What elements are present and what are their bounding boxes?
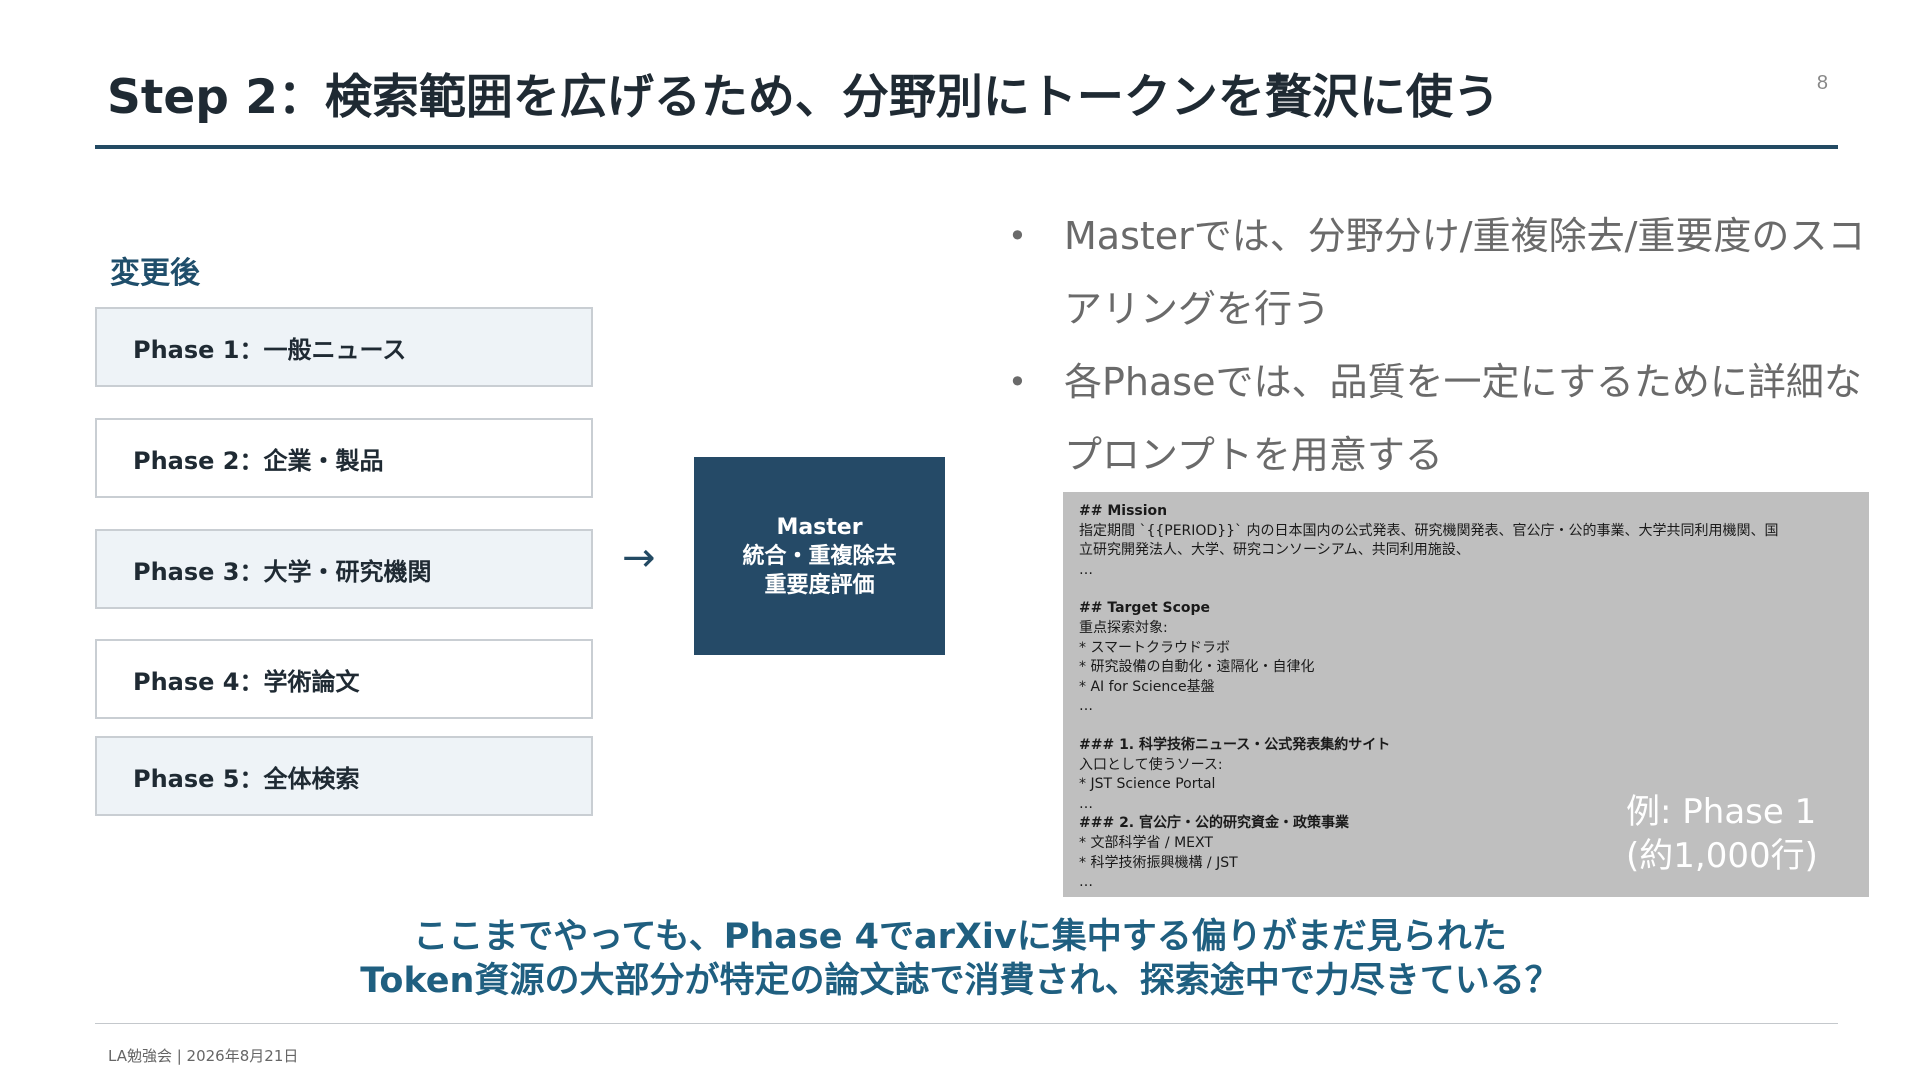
phase-box-5: Phase 5：全体検索: [95, 736, 593, 816]
arrow-right-icon: →: [622, 535, 656, 581]
bullet-list: •Masterでは、分野分け/重複除去/重要度のスコアリングを行う •各Phas…: [1000, 200, 1880, 492]
prompt-line: 重点探索対象:: [1079, 619, 1168, 636]
prompt-line: 立研究開発法人、大学、研究コンソーシアム、共同利用施設、: [1079, 542, 1470, 559]
master-box: Master 統合・重複除去 重要度評価: [694, 457, 945, 655]
bullet-item: •Masterでは、分野分け/重複除去/重要度のスコアリングを行う: [1000, 200, 1880, 346]
prompt-line: * 科学技術振興機構 / JST: [1079, 854, 1238, 871]
prompt-line: ### 2. 官公庁・公的研究資金・政策事業: [1079, 815, 1349, 832]
page-number: 8: [1816, 72, 1828, 94]
after-change-label: 変更後: [110, 256, 200, 291]
master-title: Master: [776, 514, 863, 540]
summary-line-2: Token資源の大部分が特定の論文誌で消費され、探索途中で力尽きている？: [360, 961, 1560, 1001]
title-divider: [95, 145, 1838, 149]
bullet-dot-icon: •: [1008, 217, 1027, 255]
prompt-line: * 研究設備の自動化・遠隔化・自律化: [1079, 659, 1315, 676]
slide-title: Step 2：検索範囲を広げるため、分野別にトークンを贅沢に使う: [107, 70, 1500, 125]
prompt-caption: 例: Phase 1 (約1,000行): [1626, 790, 1818, 878]
master-line-dedupe: 統合・重複除去: [742, 543, 897, 569]
summary-line-1: ここまでやっても、Phase 4でarXivに集中する偏りがまだ見られた: [413, 917, 1507, 957]
prompt-line: …: [1079, 874, 1093, 891]
bullet-dot-icon: •: [1008, 363, 1027, 401]
prompt-line: ## Mission: [1079, 503, 1168, 519]
prompt-line: 指定期間 `{{PERIOD}}` 内の日本国内の公式発表、研究機関発表、官公庁…: [1079, 522, 1779, 539]
prompt-line: ## Target Scope: [1079, 600, 1211, 617]
prompt-line: * JST Science Portal: [1079, 776, 1216, 793]
prompt-line: …: [1079, 561, 1093, 578]
phase-box-4: Phase 4：学術論文: [95, 639, 593, 719]
prompt-line: …: [1079, 795, 1093, 812]
footer-text: LA勉強会 | 2026年8月21日: [108, 1047, 299, 1065]
prompt-line: * 文部科学省 / MEXT: [1079, 834, 1213, 851]
prompt-caption-length: (約1,000行): [1626, 836, 1818, 876]
prompt-example-box: ## Mission 指定期間 `{{PERIOD}}` 内の日本国内の公式発表…: [1063, 492, 1869, 897]
prompt-line: 入口として使うソース:: [1079, 756, 1223, 773]
phase-box-2: Phase 2：企業・製品: [95, 418, 593, 498]
prompt-caption-title: 例: Phase 1: [1626, 792, 1817, 832]
footer-divider: [95, 1023, 1838, 1024]
phase-box-1: Phase 1：一般ニュース: [95, 307, 593, 387]
summary-message: ここまでやっても、Phase 4でarXivに集中する偏りがまだ見られた Tok…: [0, 915, 1920, 1003]
prompt-line: ### 1. 科学技術ニュース・公式発表集約サイト: [1079, 736, 1391, 753]
prompt-line: * スマートクラウドラボ: [1079, 639, 1231, 656]
prompt-line: …: [1079, 698, 1093, 715]
bullet-item: •各Phaseでは、品質を一定にするために詳細なプロンプトを用意する: [1000, 346, 1880, 492]
prompt-line: * AI for Science基盤: [1079, 678, 1215, 695]
phase-box-3: Phase 3：大学・研究機関: [95, 529, 593, 609]
master-line-score: 重要度評価: [764, 572, 875, 598]
